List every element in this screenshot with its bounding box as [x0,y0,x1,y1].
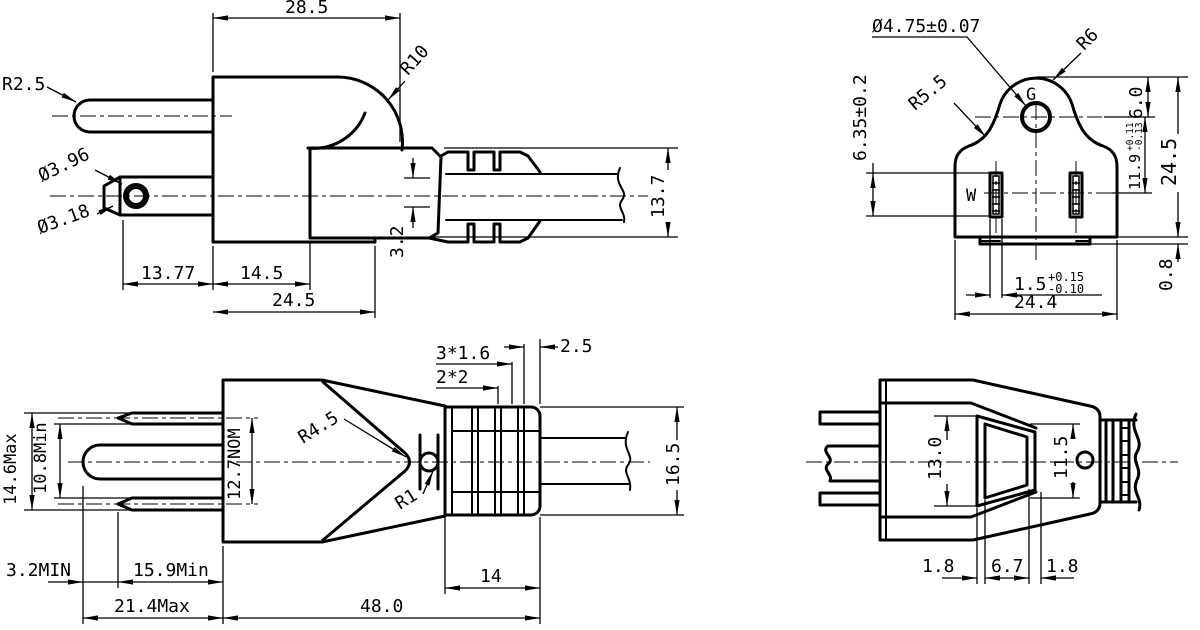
dim-hole-to-blade-tol-minus: -0.13 [1134,122,1145,151]
dim-pin-radius: R2.5 [2,74,45,95]
dim-inner-blade-span: 10.8Min [31,422,51,494]
label-ground: G [1026,85,1036,105]
dim-rib-width: 3*1.6 [436,343,490,364]
dim-shoulder-radius: R5.5 [905,71,952,115]
dim-blade-thickness: 1.5 [1014,274,1047,295]
top-view: 14.6Max 10.8Min 12.7NOM R4.5 R1 2.5 3*1.… [1,336,684,624]
leader-r5-5 [953,102,987,138]
dim-hole-radius: R1 [392,485,422,514]
top-extension-lines [24,339,684,624]
dim-blade-thickness-tol-minus: -0.10 [1048,282,1084,296]
side-view: 28.5 R10 R2.5 Ø3.96 Ø3.18 13.77 14.5 24.… [2,0,678,318]
side-centerlines [50,115,648,197]
side-extension-lines [122,13,678,318]
front-base-plate [978,236,1092,246]
top-cord [539,431,632,491]
rear-details [885,381,1130,539]
dim-end-gap: 2.5 [560,336,593,357]
dim-hole-to-blade-tol-plus: +0.11 [1125,122,1136,151]
leader-r10 [387,80,406,101]
leader-hole-inner [96,205,114,216]
dim-dome-radius: R6 [1073,24,1103,54]
dim-pin-length: 21.4Max [114,596,190,617]
rear-extension-lines [934,415,1080,584]
rear-view: 13.0 11.5 1.8 6.7 1.8 [806,378,1178,584]
dim-pin-protrusion: 3.2MIN [6,560,71,581]
dim-blade-length: 15.9Min [133,560,209,581]
dim-overall-length: 48.0 [360,596,403,617]
dim-rib-gap: 2*2 [436,367,469,388]
leader-r4-5 [343,418,407,458]
dim-cavity-depth: 6.7 [991,556,1024,577]
front-outline [953,76,1119,239]
side-outline [72,75,443,244]
dim-grip-width: 16.5 [663,443,684,486]
dim-cavity-height: 11.5 [1051,436,1072,479]
dim-cord-offset: 3.2 [387,225,408,258]
blade-slots [988,171,1084,219]
side-cord [445,167,626,223]
dim-grip-height: 13.7 [648,175,669,218]
dim-blade-height: 6.35±0.2 [850,74,871,161]
dim-hole-to-blade: 11.9 [1126,154,1144,190]
dim-outer-blade-span: 14.6Max [1,433,21,505]
dim-top-width: 28.5 [285,0,328,18]
front-centerlines [975,104,1112,260]
dim-blade-spacing: 12.7NOM [225,428,245,500]
label-neutral: W [966,186,977,206]
leader-ground-dia [872,36,1027,107]
top-outline [81,378,447,544]
rear-screw-hole [1075,450,1095,470]
dim-nose-radius: R4.5 [295,407,343,448]
dim-shell-height: 13.0 [925,437,946,480]
blade-slot-details [992,175,1080,215]
dim-right-wall: 1.8 [1046,556,1079,577]
dim-grip-length: 14 [480,566,502,587]
dim-overall-height: 24.5 [1157,138,1181,186]
dim-blade-to-face: 13.77 [141,263,195,284]
blade-hole [123,183,149,209]
leader-r1 [422,470,434,495]
dim-corner-radius: R10 [396,41,433,79]
dim-left-wall: 1.8 [922,556,955,577]
side-cord-grip [427,150,542,244]
leader-hole-outer [94,169,123,185]
dim-overall-width: 24.4 [1014,292,1057,313]
front-extension-lines [866,76,1188,320]
rear-outline [818,378,1142,542]
dim-face-to-exit: 14.5 [240,263,283,284]
dim-blade-thickness-tol-plus: +0.15 [1048,270,1084,284]
top-grip-ribs [451,406,541,516]
dim-body-length: 24.5 [272,290,315,311]
dim-blade-hole-outer: Ø3.96 [35,144,93,187]
dim-top-to-hole: 6.0 [1126,86,1147,119]
top-centerlines [58,417,650,505]
dim-base-rib: 0.8 [1156,258,1177,291]
ground-pin-hole [1020,101,1052,133]
front-view: Ø4.75±0.07 R6 R5.5 6.35±0.2 6.0 11.9 +0.… [850,16,1188,320]
leader-r6 [1052,52,1082,81]
dim-ground-pin-dia: Ø4.75±0.07 [872,16,980,37]
top-cord-grip [443,405,542,517]
leader-r2-5 [46,86,77,103]
dim-blade-hole-inner: Ø3.18 [35,200,93,238]
